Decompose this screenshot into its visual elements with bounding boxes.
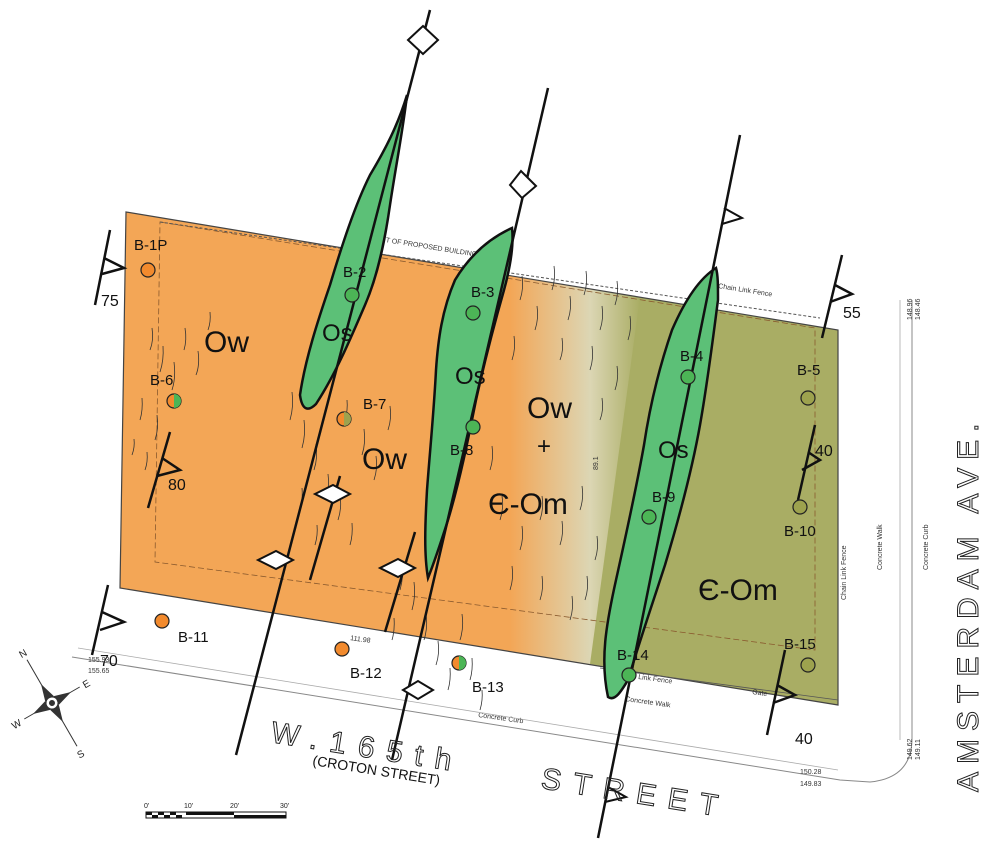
- compass-w-label: W: [10, 718, 24, 733]
- fold-dip-ticks: [604, 207, 745, 803]
- scale-tick-10: 10': [184, 803, 193, 810]
- fence-top-label: Chain Link Fence: [718, 283, 773, 298]
- boring-b11-marker[interactable]: [154, 613, 170, 629]
- dip-label: 55: [843, 305, 861, 322]
- avenue-name: AMSTERDAM AVE.: [952, 416, 985, 793]
- elevation-label: 149.83: [800, 781, 822, 788]
- dip-label: 70: [100, 653, 118, 670]
- unit-ow-label: Ow: [204, 326, 249, 359]
- boring-b2-label: B-2: [343, 264, 366, 281]
- compass-e-label: E: [81, 678, 93, 691]
- elevation-label: 149.62: [907, 738, 914, 760]
- fold-symbol: [377, 557, 418, 579]
- boring-b12-marker[interactable]: [334, 641, 350, 657]
- boring-b3-label: B-3: [471, 284, 494, 301]
- dip-label: 40: [795, 731, 813, 748]
- boring-b10-label: B-10: [784, 523, 816, 540]
- fence-bottom: [599, 667, 839, 701]
- walk-right-label: Concrete Walk: [877, 524, 884, 570]
- scale-tick-30: 30': [280, 803, 289, 810]
- fold-symbol: [508, 169, 538, 200]
- elevation-label: 155.93: [88, 657, 110, 664]
- compass-s-label: S: [76, 748, 88, 761]
- unit-os-label: Os: [322, 320, 353, 347]
- boring-b4-marker[interactable]: [680, 369, 696, 385]
- boring-b5-marker[interactable]: [800, 390, 816, 406]
- street-walk-line: [77, 647, 839, 771]
- boring-b12-label: B-12: [350, 665, 382, 682]
- boring-b9-marker[interactable]: [641, 509, 657, 525]
- dip-label: 75: [101, 293, 119, 310]
- boring-b1p-label: B-1P: [134, 237, 167, 254]
- street-curb-line: [71, 300, 913, 783]
- gate-label: Gate: [752, 689, 768, 698]
- elevation-label: 150.28: [800, 769, 822, 776]
- scale-tick-20: 20': [230, 803, 239, 810]
- boring-b9-label: B-9: [652, 489, 675, 506]
- dim-111-label: 111.98: [350, 635, 371, 645]
- unit-ow-label: Ow: [527, 392, 572, 425]
- unit-plus-label: +: [537, 433, 551, 460]
- dip-label: 40: [815, 443, 833, 460]
- boring-b13-label: B-13: [472, 679, 504, 696]
- walk-bottom-label: Concrete Walk: [625, 696, 672, 709]
- unit-em-label: Є-Om: [698, 574, 778, 607]
- boring-b15-label: B-15: [784, 636, 816, 653]
- boring-b1p-marker[interactable]: [140, 262, 156, 278]
- boring-b7-label: B-7: [363, 396, 386, 413]
- site-outline: [119, 211, 839, 706]
- boring-b11-label: B-11: [178, 629, 209, 646]
- boring-b8-marker[interactable]: [465, 419, 481, 435]
- boring-b5-label: B-5: [797, 362, 820, 379]
- compass-n-label: N: [18, 648, 30, 661]
- curb-right-label: Concrete Curb: [923, 524, 930, 570]
- fold-symbol: [312, 483, 353, 505]
- fold-symbol: [255, 549, 296, 571]
- unit-os-label: Os: [658, 437, 689, 464]
- elevation-label: 149.11: [915, 739, 922, 760]
- dim-89-label: 89.1: [593, 456, 600, 470]
- unit-os-label: Os: [455, 363, 486, 390]
- scale-tick-0: 0': [144, 803, 149, 810]
- boring-b6-label: B-6: [150, 372, 173, 389]
- street-name-street: STREET: [539, 762, 732, 824]
- boring-b15-marker[interactable]: [800, 657, 816, 673]
- boring-b8-label: B-8: [450, 442, 473, 459]
- fence-right-label: Chain Link Fence: [841, 545, 848, 600]
- fold-symbol: [406, 24, 440, 56]
- os-body-1: [298, 94, 409, 410]
- elevation-label: 148.96: [907, 298, 914, 320]
- strike-dip-symbols: [90, 229, 856, 736]
- fold-symbols: [255, 24, 538, 701]
- fold-symbol: [401, 679, 435, 701]
- unit-ow-label: Ow: [362, 443, 407, 476]
- boring-b4-label: B-4: [680, 348, 703, 365]
- boring-b10-marker[interactable]: [792, 499, 808, 515]
- foliation-marks: [131, 265, 632, 711]
- boring-b2-marker[interactable]: [344, 287, 360, 303]
- dip-label: 80: [168, 477, 186, 494]
- boring-b3-marker[interactable]: [465, 305, 481, 321]
- unit-em-label: Є-Om: [488, 488, 568, 521]
- boring-b14-marker[interactable]: [621, 667, 637, 683]
- boring-b14-label: B-14: [617, 647, 649, 664]
- scale-bar: 0' 10' 20' 30': [144, 803, 289, 819]
- proposed-building-limit: [154, 221, 816, 651]
- elevation-label: 148.46: [915, 298, 922, 320]
- compass-rose: N E S W: [10, 648, 93, 762]
- elevation-label: 155.65: [88, 668, 110, 675]
